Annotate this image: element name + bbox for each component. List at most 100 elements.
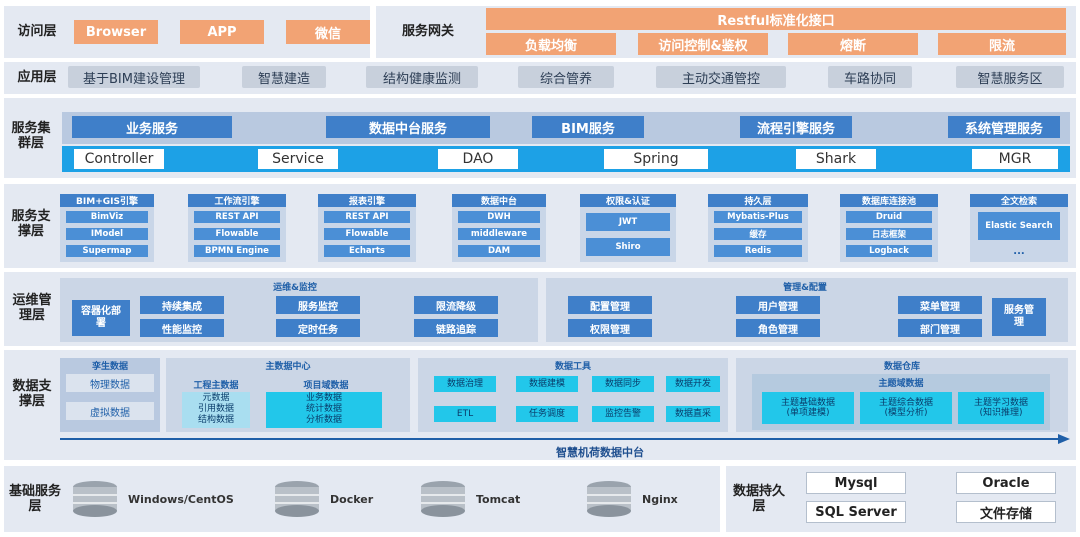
- gateway-load-balance: 负载均衡: [486, 33, 616, 55]
- mgmt-permission: 权限管理: [568, 319, 652, 337]
- service-data-platform: 数据中台服务: [326, 116, 490, 138]
- support-layer-label: 服务支撑层: [11, 209, 51, 239]
- support-item: Redis: [714, 245, 802, 257]
- support-item: Shiro: [586, 238, 670, 256]
- project-item: 统计数据: [305, 404, 342, 415]
- tool-governance: 数据治理: [434, 376, 496, 392]
- access-browser: Browser: [74, 20, 158, 44]
- gateway-restful-title: Restful标准化接口: [486, 8, 1066, 30]
- access-wechat: 微信: [286, 20, 370, 44]
- mgmt-roles: 角色管理: [736, 319, 820, 337]
- data-support-label: 数据支撑层: [12, 379, 52, 409]
- tool-alerting: 监控告警: [592, 406, 654, 422]
- support-item: IModel: [66, 228, 148, 240]
- support-item: REST API: [324, 211, 410, 223]
- support-item: Elastic Search: [978, 212, 1060, 240]
- mgmt-users: 用户管理: [736, 296, 820, 314]
- domain-basic-data: 主题基础数据 (单项建模): [762, 392, 854, 424]
- support-panel-title: 工作流引擎: [188, 194, 286, 207]
- app-structure-monitoring: 结构健康监测: [366, 66, 478, 88]
- data-tools-title: 数据工具: [554, 361, 591, 372]
- ops-monitor-title: 运维&监控: [273, 282, 317, 293]
- persistence-file-storage: 文件存储: [956, 501, 1056, 523]
- ops-tracing: 链路追踪: [414, 319, 498, 337]
- app-traffic-control: 主动交通管控: [656, 66, 786, 88]
- service-business: 业务服务: [72, 116, 232, 138]
- tool-modeling: 数据建模: [516, 376, 578, 392]
- access-layer-label: 访问层: [17, 23, 57, 39]
- project-item: 业务数据: [305, 393, 342, 404]
- persistence-layer-label: 数据持久层: [732, 484, 785, 514]
- support-item: Flowable: [194, 228, 280, 240]
- support-item: Druid: [846, 211, 932, 223]
- support-panel-title: 权限&认证: [580, 194, 676, 207]
- component-spring: Spring: [604, 149, 708, 169]
- infra-nginx: Nginx: [642, 492, 678, 506]
- infra-docker: Docker: [330, 492, 374, 506]
- support-item: JWT: [586, 213, 670, 231]
- ops-service-monitor: 服务监控: [276, 296, 360, 314]
- component-dao: DAO: [438, 149, 518, 169]
- mgmt-menus: 菜单管理: [898, 296, 982, 314]
- ops-scheduled-tasks: 定时任务: [276, 319, 360, 337]
- support-item: Echarts: [324, 245, 410, 257]
- twin-virtual: 虚拟数据: [66, 402, 154, 420]
- support-item-more: ...: [1013, 246, 1025, 257]
- ops-containerized-deploy: 容器化部署: [72, 300, 130, 336]
- mgmt-departments: 部门管理: [898, 319, 982, 337]
- support-item: 日志框架: [846, 228, 932, 240]
- support-item: Logback: [846, 245, 932, 257]
- app-bim-construction: 基于BIM建设管理: [68, 66, 200, 88]
- ops-performance-monitor: 性能监控: [140, 319, 224, 337]
- twin-physical: 物理数据: [66, 374, 154, 392]
- project-item: 分析数据: [305, 415, 342, 426]
- engineering-item: 元数据: [202, 393, 230, 404]
- support-panel-title: 数据库连接池: [840, 194, 938, 207]
- database-icon: [421, 481, 465, 517]
- component-service: Service: [258, 149, 338, 169]
- master-data-title: 主数据中心: [265, 361, 311, 372]
- support-item: BPMN Engine: [194, 245, 280, 257]
- data-warehouse-title: 数据仓库: [883, 361, 920, 372]
- component-shark: Shark: [796, 149, 876, 169]
- persistence-mysql: Mysql: [806, 472, 906, 494]
- app-smart-construction: 智慧建造: [242, 66, 326, 88]
- ops-layer-label: 运维管理层: [12, 293, 52, 323]
- tool-scheduling: 任务调度: [516, 406, 578, 422]
- gateway-circuit-breaker: 熔断: [788, 33, 918, 55]
- app-layer-label: 应用层: [17, 69, 57, 85]
- ops-rate-degrade: 限流降级: [414, 296, 498, 314]
- gateway-label: 服务网关: [401, 23, 454, 39]
- domain-learning-data: 主题学习数据 (知识推理): [958, 392, 1044, 424]
- engineering-master-title: 工程主数据: [193, 380, 239, 391]
- service-system-mgmt: 系统管理服务: [948, 116, 1060, 138]
- app-service-area: 智慧服务区: [956, 66, 1064, 88]
- support-panel-title: 持久层: [708, 194, 808, 207]
- support-panel-title: 数据中台: [452, 194, 546, 207]
- project-domain-box: [266, 392, 382, 428]
- support-item: REST API: [194, 211, 280, 223]
- infra-layer-label: 基础服务层: [8, 484, 61, 514]
- engineering-item: 引用数据: [197, 404, 234, 415]
- access-app: APP: [180, 20, 264, 44]
- mgmt-config-title: 管理&配置: [783, 282, 827, 293]
- project-domain-title: 项目域数据: [303, 380, 349, 391]
- support-item: DWH: [458, 211, 540, 223]
- tool-development: 数据开发: [666, 376, 720, 392]
- infra-tomcat: Tomcat: [476, 492, 521, 506]
- service-workflow: 流程引擎服务: [740, 116, 852, 138]
- mgmt-services: 服务管理: [992, 298, 1046, 336]
- twin-data-title: 孪生数据: [91, 361, 128, 372]
- support-item: 缓存: [714, 228, 802, 240]
- support-item: DAM: [458, 245, 540, 257]
- gateway-access-control: 访问控制&鉴权: [638, 33, 768, 55]
- persistence-sqlserver: SQL Server: [806, 501, 906, 523]
- tool-sync: 数据同步: [592, 376, 654, 392]
- infra-windows-centos: Windows/CentOS: [128, 492, 234, 506]
- database-icon: [73, 481, 117, 517]
- database-icon: [275, 481, 319, 517]
- mgmt-config: 配置管理: [568, 296, 652, 314]
- support-item: Mybatis-Plus: [714, 211, 802, 223]
- support-item: middleware: [458, 228, 540, 240]
- support-item: Supermap: [66, 245, 148, 257]
